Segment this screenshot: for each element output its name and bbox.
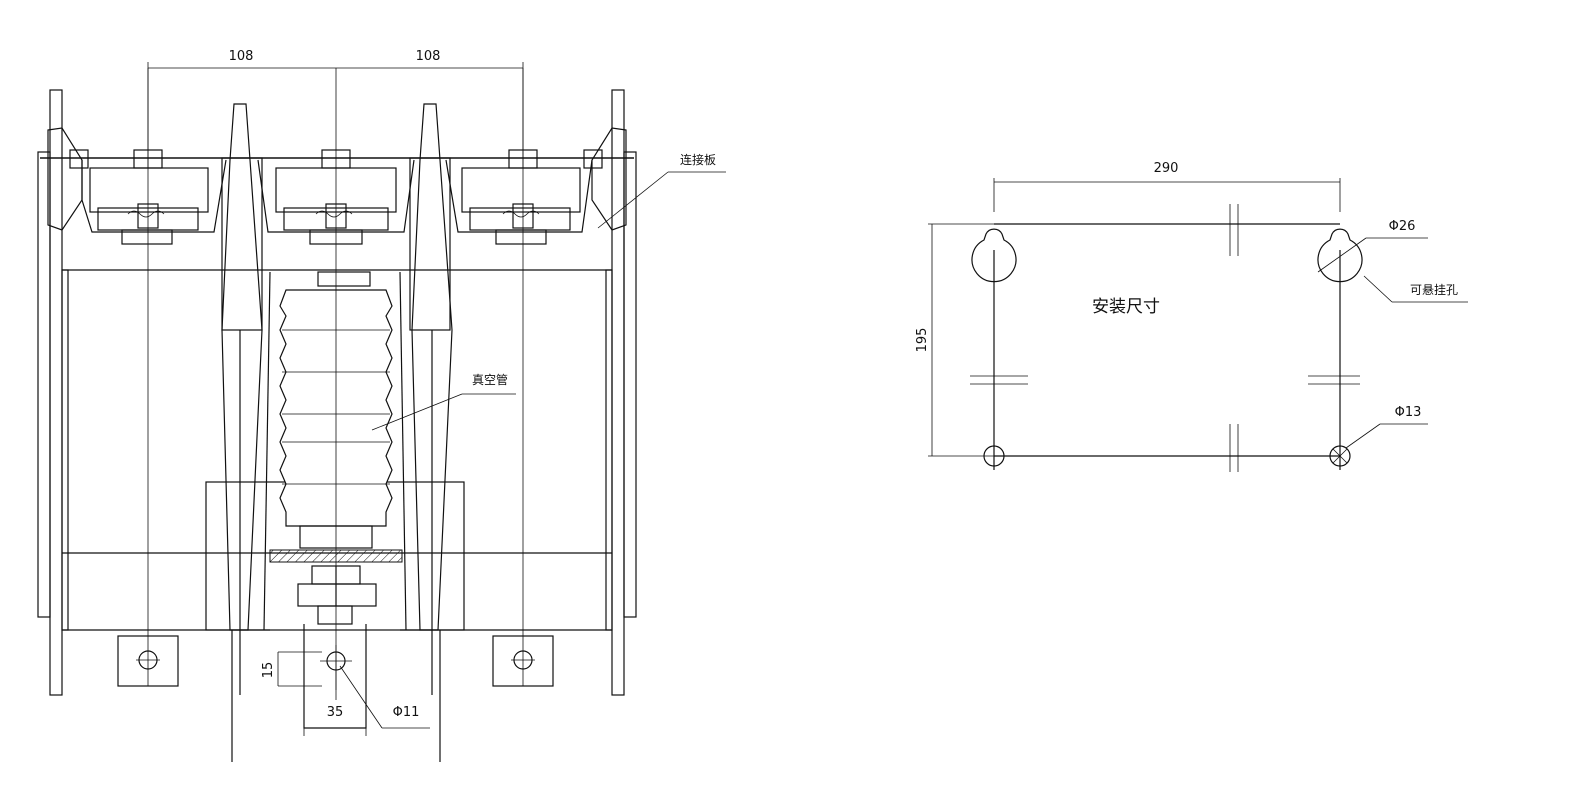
vacuum-tube-label: 真空管: [472, 372, 508, 387]
dim-195: 195: [915, 328, 930, 353]
break-marks: [970, 204, 1360, 472]
dim-phi11: Φ11: [393, 705, 420, 720]
keyhole-holes: [971, 228, 1363, 283]
bottom-holes: [983, 445, 1351, 467]
connection-plate: [40, 157, 634, 233]
center-lines: [147, 68, 524, 700]
dim-290: 290: [1154, 161, 1179, 176]
connection-plate-label: 连接板: [680, 152, 716, 167]
label-connection-plate: 连接板: [597, 152, 726, 229]
dim-108-left: 108: [229, 49, 254, 64]
dim-phi13: Φ13: [1395, 405, 1422, 420]
hanging-hole-label: 可悬挂孔: [1410, 283, 1458, 297]
dim-15: 15: [261, 662, 276, 679]
vacuum-interrupter: [263, 271, 407, 631]
label-vacuum-tube: 真空管: [371, 372, 516, 431]
terminal-tongue: 15 35 Φ11: [261, 624, 430, 736]
mounting-view: 290 195: [915, 161, 1468, 472]
pole-units: [69, 149, 603, 245]
dim-phi26: Φ26: [1389, 219, 1416, 234]
front-view: 108 108: [37, 49, 726, 762]
dim-108-right: 108: [416, 49, 441, 64]
dim-35: 35: [327, 705, 344, 720]
insulating-arms: [221, 103, 453, 762]
mounting-title: 安装尺寸: [1092, 297, 1160, 317]
top-dimension: 108 108: [147, 49, 524, 170]
